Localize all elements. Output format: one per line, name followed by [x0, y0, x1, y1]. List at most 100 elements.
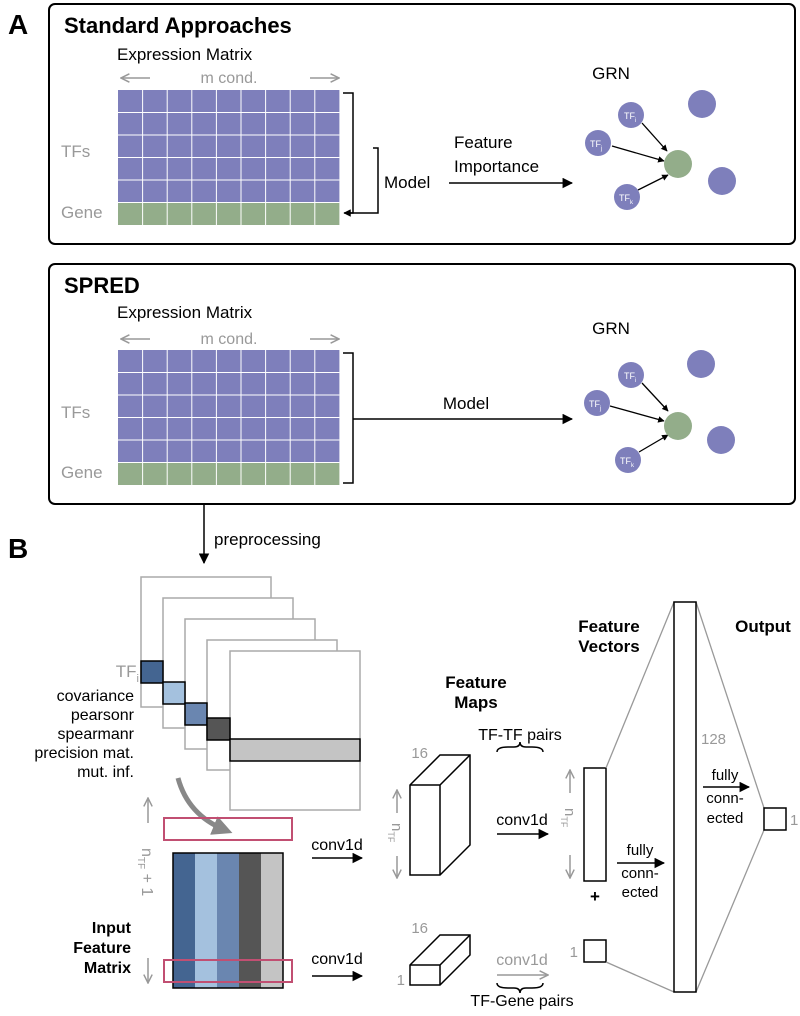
fm-ntf-sub: TF — [386, 831, 396, 842]
grn-label: GRN — [592, 64, 630, 83]
svg-text:TFk: TFk — [619, 193, 634, 206]
metric-precision-mat: precision mat. — [34, 745, 134, 762]
conv1d-bottom-label: conv1d — [311, 951, 363, 968]
tf-tf-pairs-label: TF-TF pairs — [478, 727, 562, 744]
tf-node-sub: j — [599, 406, 601, 412]
gene-label: Gene — [61, 463, 103, 482]
tf-node — [615, 447, 641, 473]
input-row-top — [163, 817, 293, 841]
model-label: Model — [384, 173, 430, 192]
conv1d-low-label: conv1d — [496, 952, 548, 969]
other-node — [708, 167, 736, 195]
output-size-1: 1 — [790, 812, 798, 829]
tf-node-sub: k — [631, 463, 635, 469]
tf-node — [618, 362, 644, 388]
grn-graph: TFi TFj TFk — [585, 90, 736, 210]
ntf-sub: TF — [135, 857, 146, 869]
fv-ntf-label: n — [561, 808, 578, 816]
plus-sign: + — [590, 887, 600, 906]
fully-connected-left-3: ected — [622, 884, 659, 901]
standard-approaches-title: Standard Approaches — [64, 13, 292, 38]
tf-node-label: TF — [589, 399, 600, 409]
dense-layer — [605, 601, 765, 993]
metric-cell-precision — [206, 717, 231, 741]
tf-node-label: TF — [590, 139, 601, 149]
metric-spearmanr: spearmanr — [58, 726, 135, 743]
expression-matrix-title: Expression Matrix — [117, 45, 253, 64]
fv-width-1: 1 — [570, 944, 578, 961]
metric-cell-covariance — [140, 660, 164, 684]
metric-cell-pearsonr — [162, 681, 186, 705]
output-node — [763, 807, 787, 831]
input-label-line1: Input — [92, 920, 132, 937]
tf-node-sub: k — [630, 200, 634, 206]
dense-size-128: 128 — [701, 731, 726, 748]
gene-node — [664, 412, 692, 440]
feature-maps-line2: Maps — [454, 693, 497, 712]
input-row-bottom — [163, 959, 293, 983]
fm-width-1: 1 — [397, 972, 405, 989]
tf-node — [584, 390, 610, 416]
expression-matrix-title: Expression Matrix — [117, 303, 253, 322]
metric-covariance: covariance — [57, 688, 134, 705]
metric-cell-spearmanr — [184, 702, 208, 726]
tf-rows — [118, 350, 340, 463]
gene-row — [118, 462, 340, 485]
grn-graph: TFi TFj TFk — [584, 350, 735, 473]
gene-label: Gene — [61, 203, 103, 222]
fully-connected-right-2: conn- — [706, 790, 744, 807]
plus-one: + 1 — [138, 869, 155, 896]
tf-node-label: TF — [619, 193, 630, 203]
expression-matrix — [118, 350, 340, 485]
tfs-label: TFs — [61, 142, 90, 161]
other-node — [688, 90, 716, 118]
conv1d-mid-label: conv1d — [496, 812, 548, 829]
svg-text:TFj: TFj — [589, 399, 601, 412]
gene-row — [118, 202, 340, 225]
preprocessing-label: preprocessing — [214, 530, 321, 549]
metric-pearsonr: pearsonr — [71, 707, 135, 724]
metric-list: covariance pearsonr spearmanr precision … — [34, 688, 134, 781]
other-node — [687, 350, 715, 378]
tf-node-label: TF — [620, 456, 631, 466]
other-node — [707, 426, 735, 454]
panel-b-letter: B — [8, 533, 28, 564]
svg-text:TFi: TFi — [624, 371, 636, 384]
metric-row-mutinf — [229, 738, 361, 762]
tf-gene-pairs-label: TF-Gene pairs — [470, 993, 573, 1010]
feature-vectors-line2: Vectors — [578, 637, 639, 656]
tf-i-sub: i — [137, 673, 139, 685]
tf-node-label: TF — [624, 371, 635, 381]
ntf-label: n — [138, 848, 155, 857]
svg-text:TFk: TFk — [620, 456, 635, 469]
input-label-line2: Feature — [73, 940, 131, 957]
fully-connected-left-1: fully — [627, 842, 654, 859]
svg-text:TFi: TFi — [116, 662, 139, 685]
feature-vector-tf-tf — [583, 767, 607, 882]
metric-matrices-stack — [140, 576, 361, 811]
tf-node — [618, 102, 644, 128]
metric-mut-inf: mut. inf. — [77, 764, 134, 781]
spred-title: SPRED — [64, 273, 140, 298]
svg-text:nTF: nTF — [386, 823, 405, 843]
feature-vector-tf-gene — [583, 939, 607, 963]
fm-depth-16-top: 16 — [411, 745, 428, 762]
fm-ntf-label: n — [388, 823, 405, 831]
input-feature-matrix — [163, 817, 293, 989]
tf-i-label: TF — [116, 662, 137, 681]
model-label: Model — [443, 394, 489, 413]
svg-text:TFi: TFi — [624, 111, 636, 124]
gene-node — [664, 150, 692, 178]
fully-connected-right-3: ected — [707, 810, 744, 827]
fully-connected-left-2: conn- — [621, 865, 659, 882]
panel-a-letter: A — [8, 9, 28, 40]
output-label: Output — [735, 617, 791, 636]
tf-node-sub: j — [600, 146, 602, 152]
feature-importance-line1: Feature — [454, 133, 513, 152]
m-cond-label: m cond. — [201, 70, 258, 87]
fm-depth-16-bottom: 16 — [411, 920, 428, 937]
standard-approaches-box: Standard Approaches Expression Matrix m … — [48, 3, 796, 245]
feature-map-tf-tf — [409, 754, 471, 876]
feature-maps-line1: Feature — [445, 673, 506, 692]
